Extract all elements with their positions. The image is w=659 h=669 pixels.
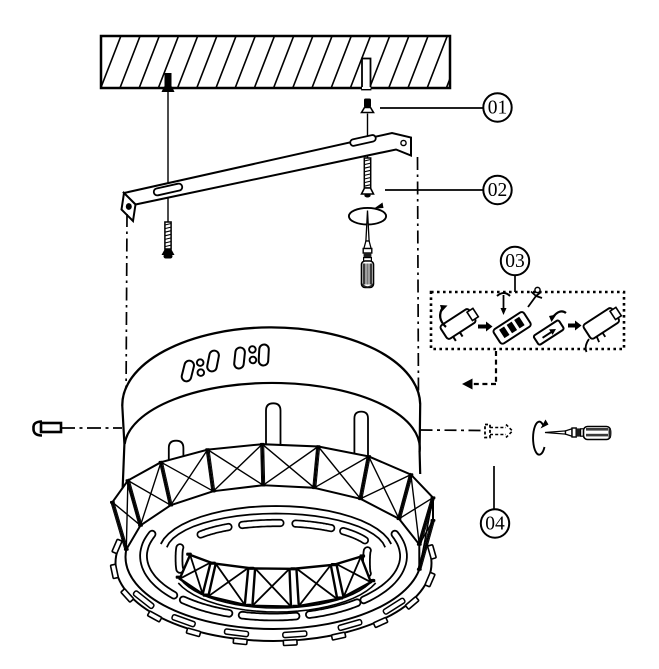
svg-text:04: 04 bbox=[485, 514, 505, 535]
svg-text:01: 01 bbox=[488, 98, 508, 119]
svg-text:03: 03 bbox=[505, 251, 525, 272]
svg-text:02: 02 bbox=[488, 180, 508, 201]
